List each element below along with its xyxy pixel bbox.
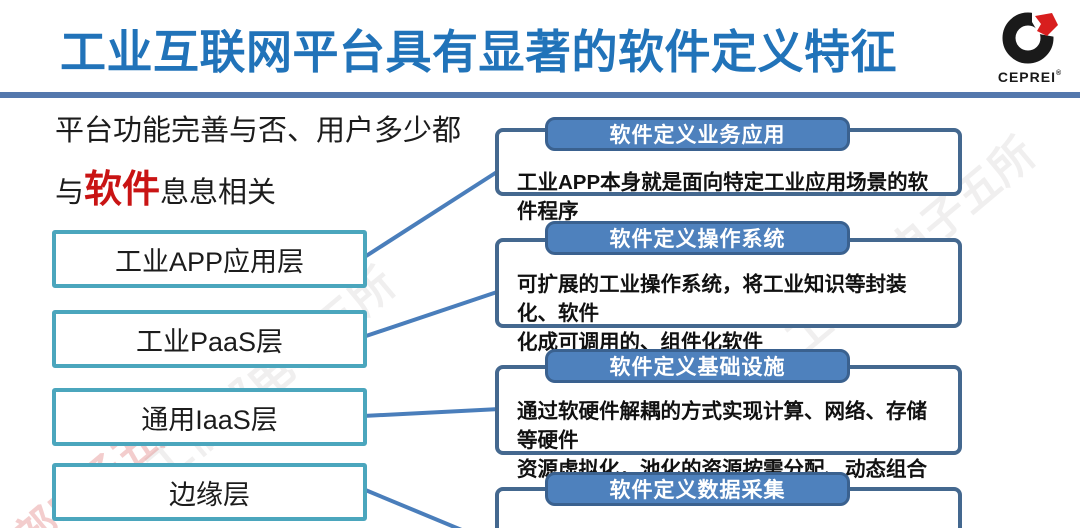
ceprei-logo: CEPREI® [994,8,1066,92]
layer-label: 通用IaaS层 [141,404,278,435]
layer-box-edge: 边缘层 [52,463,367,521]
section-header-data-collection: 软件定义数据采集 [545,472,850,506]
intro-line2-suffix: 息息相关 [160,177,277,210]
ceprei-logo-text: CEPREI® [997,69,1063,85]
layer-box-industrial-paas: 工业PaaS层 [52,310,367,368]
ceprei-logo-icon [994,8,1066,70]
intro-line2: 与软件息息相关 [55,158,485,213]
intro-line2-prefix: 与 [55,177,85,210]
intro-text: 平台功能完善与否、用户多少都 与软件息息相关 [55,110,485,213]
layer-box-industrial-app: 工业APP应用层 [52,230,367,288]
layer-label: 工业APP应用层 [114,246,305,277]
intro-highlight-software: 软件 [84,169,161,212]
layer-label: 边缘层 [169,479,250,510]
section-header-operating-system: 软件定义操作系统 [545,221,850,255]
title-divider [0,92,1080,98]
section-header-business-app: 软件定义业务应用 [545,117,850,151]
layer-box-general-iaas: 通用IaaS层 [52,388,367,446]
intro-line1: 平台功能完善与否、用户多少都 [55,115,462,147]
layer-label: 工业PaaS层 [135,326,284,357]
registered-mark: ® [1055,70,1063,77]
page-title: 工业互联网平台具有显著的软件定义特征 [60,26,897,78]
section-header-infrastructure: 软件定义基础设施 [545,349,850,383]
